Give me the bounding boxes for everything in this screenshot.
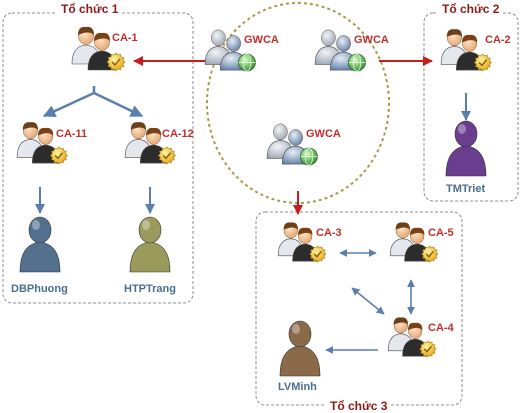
gwca-2-icon [314, 29, 366, 72]
ca-3-label: CA-3 [316, 227, 342, 239]
ca-2-label: CA-2 [485, 34, 511, 46]
user-dbphuong-icon [19, 216, 61, 273]
user-lvminh-icon [279, 320, 321, 377]
certificate-badge-icon [473, 53, 492, 72]
ca-1-icon [71, 26, 126, 72]
certificate-badge-icon [157, 146, 176, 165]
certificate-badge-icon [419, 340, 437, 358]
ca-12-icon [124, 122, 176, 165]
org-3-title: Tổ chức 3 [326, 399, 392, 413]
user-lvminh-label: LVMinh [278, 381, 317, 393]
gwca-3-icon [266, 123, 318, 166]
ca-4-label: CA-4 [428, 322, 454, 334]
certificate-badge-icon [106, 52, 126, 72]
globe-icon [300, 147, 318, 166]
certificate-badge-icon [421, 245, 439, 263]
ca-3-icon [277, 222, 327, 263]
gwca-3-label: GWCA [306, 128, 341, 140]
user-htptrang-icon [129, 216, 171, 273]
ca-12-label: CA-12 [162, 128, 194, 140]
ca-11-label: CA-11 [56, 128, 88, 140]
ca-5-label: CA-5 [428, 227, 454, 239]
user-tmtriet-icon [445, 120, 487, 177]
ca-11-icon [16, 122, 68, 165]
ca-2-icon [440, 29, 492, 72]
user-htptrang-label: HTPTrang [124, 283, 176, 295]
link-ca1-ca11 [42, 86, 96, 118]
ca-1-label: CA-1 [112, 32, 138, 44]
link-ca3-ca4 [351, 287, 385, 315]
user-dbphuong-label: DBPhuong [11, 283, 68, 295]
gateway-ring [206, 2, 390, 204]
ca-5-icon [389, 222, 439, 263]
gwca-1-label: GWCA [244, 34, 279, 46]
link-ca1-ca12 [93, 91, 144, 118]
gwca-1-icon [204, 29, 256, 72]
certificate-badge-icon [309, 245, 327, 263]
ca-4-icon [387, 317, 437, 358]
org-1-title: Tổ chức 1 [57, 2, 123, 16]
gwca-2-label: GWCA [354, 34, 389, 46]
certificate-badge-icon [49, 146, 68, 165]
globe-icon [237, 53, 256, 72]
org-2-title: Tổ chức 2 [438, 2, 504, 16]
user-tmtriet-label: TMTriet [446, 183, 486, 195]
globe-icon [348, 53, 366, 72]
